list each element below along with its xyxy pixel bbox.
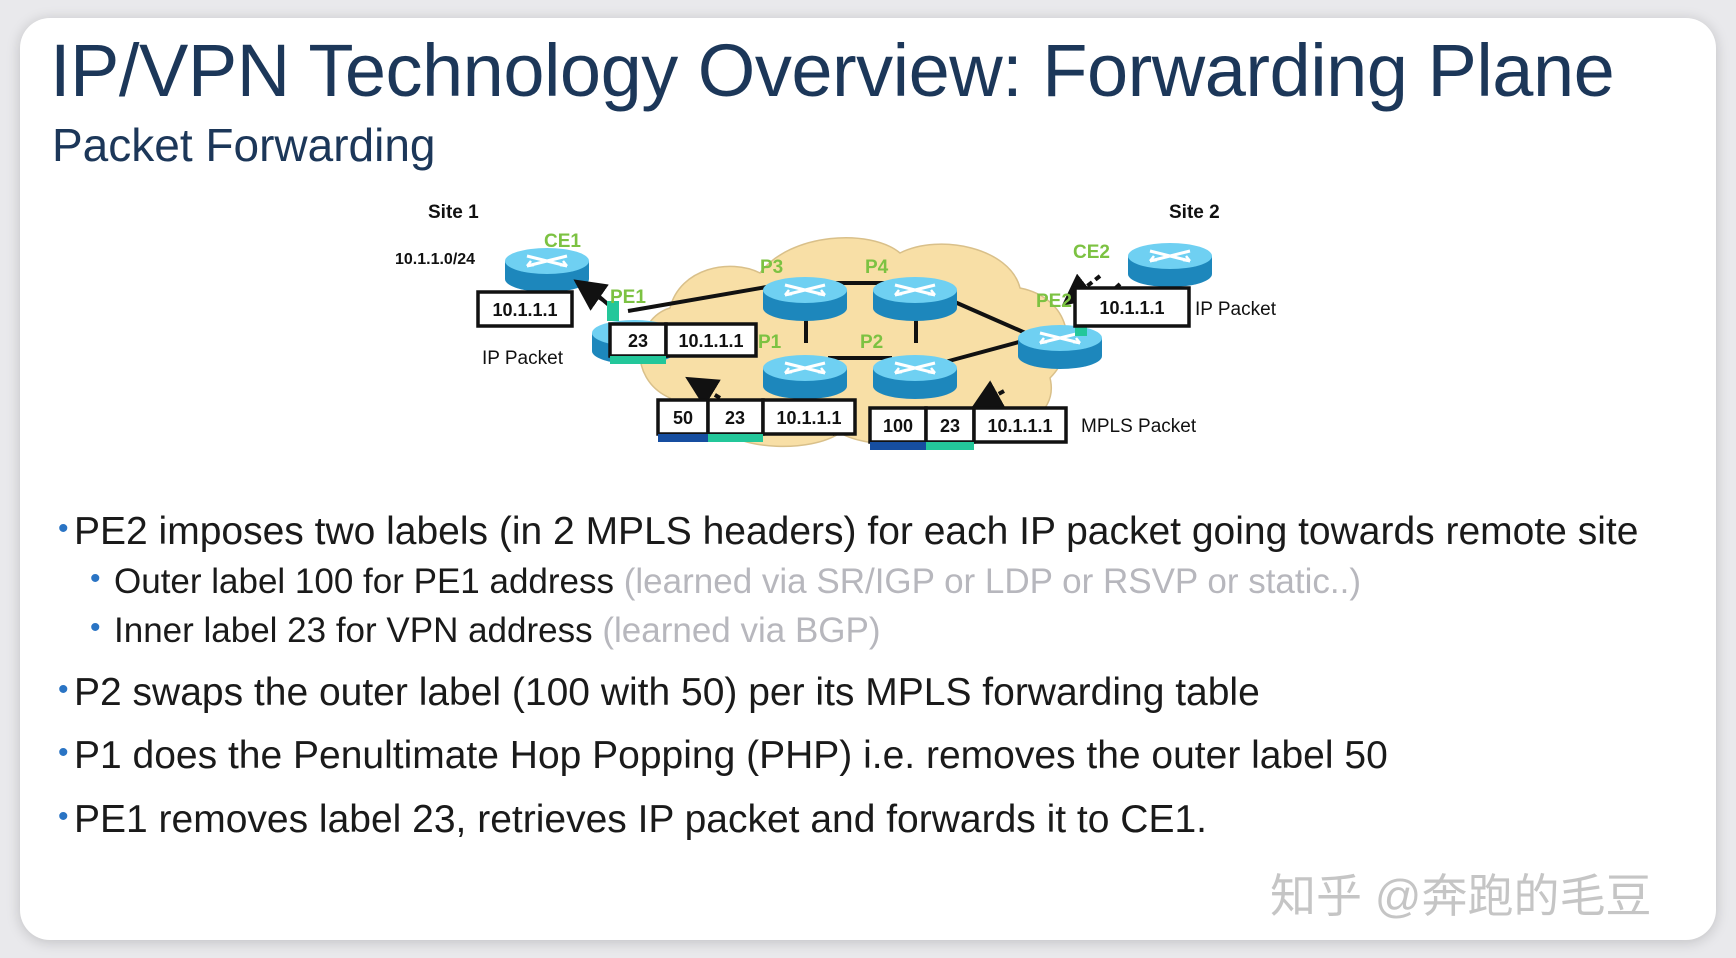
- bullet-dot-icon: •: [58, 512, 69, 545]
- pe1-label: PE1: [610, 287, 646, 308]
- bullet-item: • P1 does the Penultimate Hop Popping (P…: [58, 734, 1388, 778]
- page-subtitle: Packet Forwarding: [52, 119, 436, 171]
- packet-ce1-caption: IP Packet: [482, 348, 564, 369]
- site2-label: Site 2: [1169, 202, 1220, 223]
- packet-ip: 10.1.1.1: [1099, 298, 1164, 318]
- packet-ce2: 10.1.1.1: [1073, 286, 1191, 328]
- pe1-interface-marker: [607, 301, 619, 321]
- bullet-list: • PE2 imposes two labels (in 2 MPLS head…: [20, 18, 1716, 940]
- bullet-item: • PE1 removes label 23, retrieves IP pac…: [58, 798, 1207, 842]
- packet-p2-caption: MPLS Packet: [1081, 416, 1197, 437]
- site1-label: Site 1: [428, 202, 479, 223]
- packet-ce1: 10.1.1.1: [476, 290, 574, 328]
- bullet-subitem: • Inner label 23 for VPN address (learne…: [90, 611, 881, 651]
- bullet-text: Outer label 100 for PE1 address: [114, 562, 615, 601]
- packet-outer-label: 50: [673, 408, 693, 428]
- bullet-text: P2 swaps the outer label (100 with 50) p…: [74, 671, 1260, 714]
- packet-ce2-caption: IP Packet: [1195, 299, 1277, 320]
- bullet-subitem: • Outer label 100 for PE1 address (learn…: [90, 562, 1361, 602]
- inner-label-bar: [708, 434, 763, 442]
- ce1-label: CE1: [544, 231, 581, 252]
- packet-p2: 100 23 10.1.1.1: [868, 406, 1068, 450]
- inner-label-bar: [610, 356, 666, 364]
- bullet-dot-icon: •: [90, 562, 101, 595]
- inner-label-bar: [926, 442, 974, 450]
- mpls-forwarding-diagram: Site 1 Site 2 10.1.1.0/24 CE1 CE2 PE1 PE…: [395, 202, 1277, 450]
- prefix-label: 10.1.1.0/24: [395, 251, 475, 268]
- packet-ip: 10.1.1.1: [492, 300, 557, 320]
- p1-label: P1: [758, 332, 782, 353]
- packet-inner-label: 23: [725, 408, 745, 428]
- bullet-dot-icon: •: [90, 611, 101, 644]
- p2-label: P2: [860, 332, 883, 353]
- ce2-label: CE2: [1073, 242, 1110, 263]
- pe2-label: PE2: [1036, 291, 1072, 312]
- packet-p1: 50 23 10.1.1.1: [656, 398, 857, 442]
- bullet-dot-icon: •: [58, 673, 69, 706]
- watermark: 知乎 @奔跑的毛豆: [1270, 870, 1652, 922]
- bullet-dot-icon: •: [58, 736, 69, 769]
- packet-ip: 10.1.1.1: [678, 331, 743, 351]
- outer-label-bar: [870, 442, 926, 450]
- node-labels: CE1 CE2 PE1 PE2 P3 P4 P1 P2: [544, 231, 1110, 353]
- bullet-text: P1 does the Penultimate Hop Popping (PHP…: [74, 734, 1388, 777]
- bullet-item: • PE2 imposes two labels (in 2 MPLS head…: [58, 510, 1639, 554]
- bullet-note: (learned via SR/IGP or LDP or RSVP or st…: [623, 562, 1361, 601]
- p3-label: P3: [760, 257, 783, 278]
- packet-outer-label: 100: [883, 416, 913, 436]
- packet-pe1: 23 10.1.1.1: [608, 322, 758, 364]
- bullet-text: Inner label 23 for VPN address: [114, 611, 593, 650]
- packet-ip: 10.1.1.1: [987, 416, 1052, 436]
- p4-label: P4: [865, 257, 889, 278]
- bullet-text: PE2 imposes two labels (in 2 MPLS header…: [74, 510, 1639, 553]
- packet-ip: 10.1.1.1: [776, 408, 841, 428]
- bullet-text: PE1 removes label 23, retrieves IP packe…: [74, 798, 1207, 841]
- packet-label: 23: [628, 331, 648, 351]
- bullet-dot-icon: •: [58, 800, 69, 833]
- bullet-note: (learned via BGP): [602, 611, 881, 650]
- bullet-item: • P2 swaps the outer label (100 with 50)…: [58, 671, 1260, 715]
- slide: IP/VPN Technology Overview: Forwarding P…: [20, 18, 1716, 940]
- packet-inner-label: 23: [940, 416, 960, 436]
- outer-label-bar: [658, 434, 708, 442]
- page-title: IP/VPN Technology Overview: Forwarding P…: [50, 29, 1615, 112]
